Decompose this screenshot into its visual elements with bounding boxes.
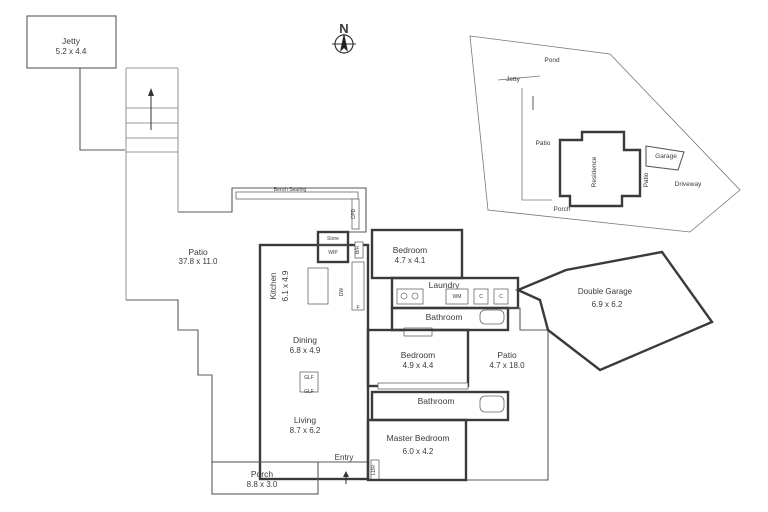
linen-label: LDR (371, 465, 377, 475)
bedroom-wing: Bedroom 4.7 x 4.1 Laundry WM C C Bathroo… (366, 228, 549, 482)
dishwasher-label: DW (339, 288, 345, 297)
compass-needle-icon (340, 33, 348, 52)
kitchen-dims: 6.1 x 4.9 (281, 270, 290, 301)
jetty-dims: 5.2 x 4.4 (56, 47, 87, 56)
laundry-label: Laundry (429, 280, 460, 290)
bedroom-2-label: Bedroom (401, 350, 436, 360)
bathroom-1-label: Bathroom (426, 312, 463, 322)
patio-main-area: Patio 37.8 x 11.0 Bench Seating CPD (126, 187, 367, 463)
porch-label: Porch (251, 469, 273, 479)
site-patio-small-label: Patio (643, 172, 650, 187)
living-dims: 8.7 x 6.2 (290, 426, 321, 435)
double-garage: Double Garage 6.9 x 6.2 (514, 250, 714, 372)
bedroom-2-dims: 4.9 x 4.4 (403, 361, 434, 370)
bedroom-1-dims: 4.7 x 4.1 (395, 256, 426, 265)
bedroom-1-label: Bedroom (393, 245, 428, 255)
jetty-label: Jetty (62, 36, 81, 46)
bir-label: B/R (355, 245, 361, 254)
living-wing: Store WIP B/R DW F Kitchen 6.1 x 4.9 Din… (258, 230, 380, 484)
garage-dims: 6.9 x 6.2 (592, 300, 623, 309)
master-bedroom-dims: 6.0 x 4.2 (403, 447, 434, 456)
patio-side-label: Patio (497, 350, 517, 360)
dining-label: Dining (293, 335, 317, 345)
wip-label: WIP (328, 250, 338, 256)
porch-area: Porch 8.8 x 3.0 (211, 461, 319, 495)
cupboard-label: CPD (351, 208, 357, 219)
north-compass: N (332, 21, 356, 54)
fridge-label: F (356, 305, 359, 311)
patio-side-dims: 4.7 x 18.0 (489, 361, 525, 370)
bathroom-2-label: Bathroom (418, 396, 455, 406)
cupboard-2-label: C (499, 294, 503, 300)
site-driveway-label: Driveway (675, 181, 702, 188)
site-plan-inset: Pond Jetty Patio Residence Garage Patio … (469, 35, 741, 233)
entry-label: Entry (335, 453, 354, 462)
master-bedroom-label: Master Bedroom (387, 433, 450, 443)
garage-label: Double Garage (578, 287, 633, 296)
porch-dims: 8.8 x 3.0 (247, 480, 278, 489)
dining-dims: 6.8 x 4.9 (290, 346, 321, 355)
site-porch-label: Porch (554, 206, 571, 213)
north-letter: N (339, 21, 348, 36)
site-garage-label: Garage (655, 153, 677, 160)
site-pond-label: Pond (544, 57, 560, 64)
kitchen-label: Kitchen (269, 273, 278, 300)
gas-log-fire-1-label: GLF (304, 375, 314, 381)
patio-main-label: Patio (188, 247, 208, 257)
patio-main-dims: 37.8 x 11.0 (179, 257, 219, 266)
site-patio-label: Patio (536, 140, 551, 147)
living-label: Living (294, 415, 316, 425)
jetty-area: Jetty 5.2 x 4.4 (26, 15, 179, 300)
cupboard-1-label: C (479, 294, 483, 300)
site-jetty-label: Jetty (506, 76, 520, 83)
gas-log-fire-2-label: GLF (304, 389, 314, 395)
site-residence-label: Residence (591, 156, 598, 187)
bench-seating-label: Bench Seating (274, 187, 307, 193)
store-label: Store (327, 236, 339, 242)
washing-machine-label: WM (453, 294, 462, 300)
